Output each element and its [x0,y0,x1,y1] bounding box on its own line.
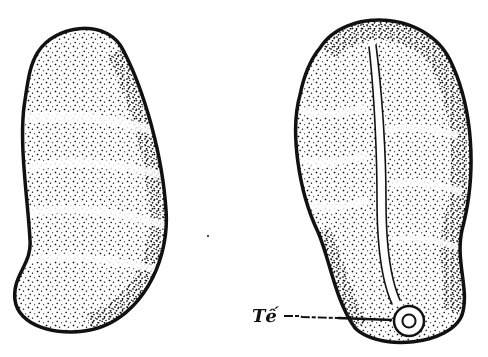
seed-side-view [0,0,200,357]
speck [207,235,209,237]
seed-ventral-view [280,0,488,357]
hilum-ring [394,306,424,336]
te-label: Tế [252,305,279,327]
